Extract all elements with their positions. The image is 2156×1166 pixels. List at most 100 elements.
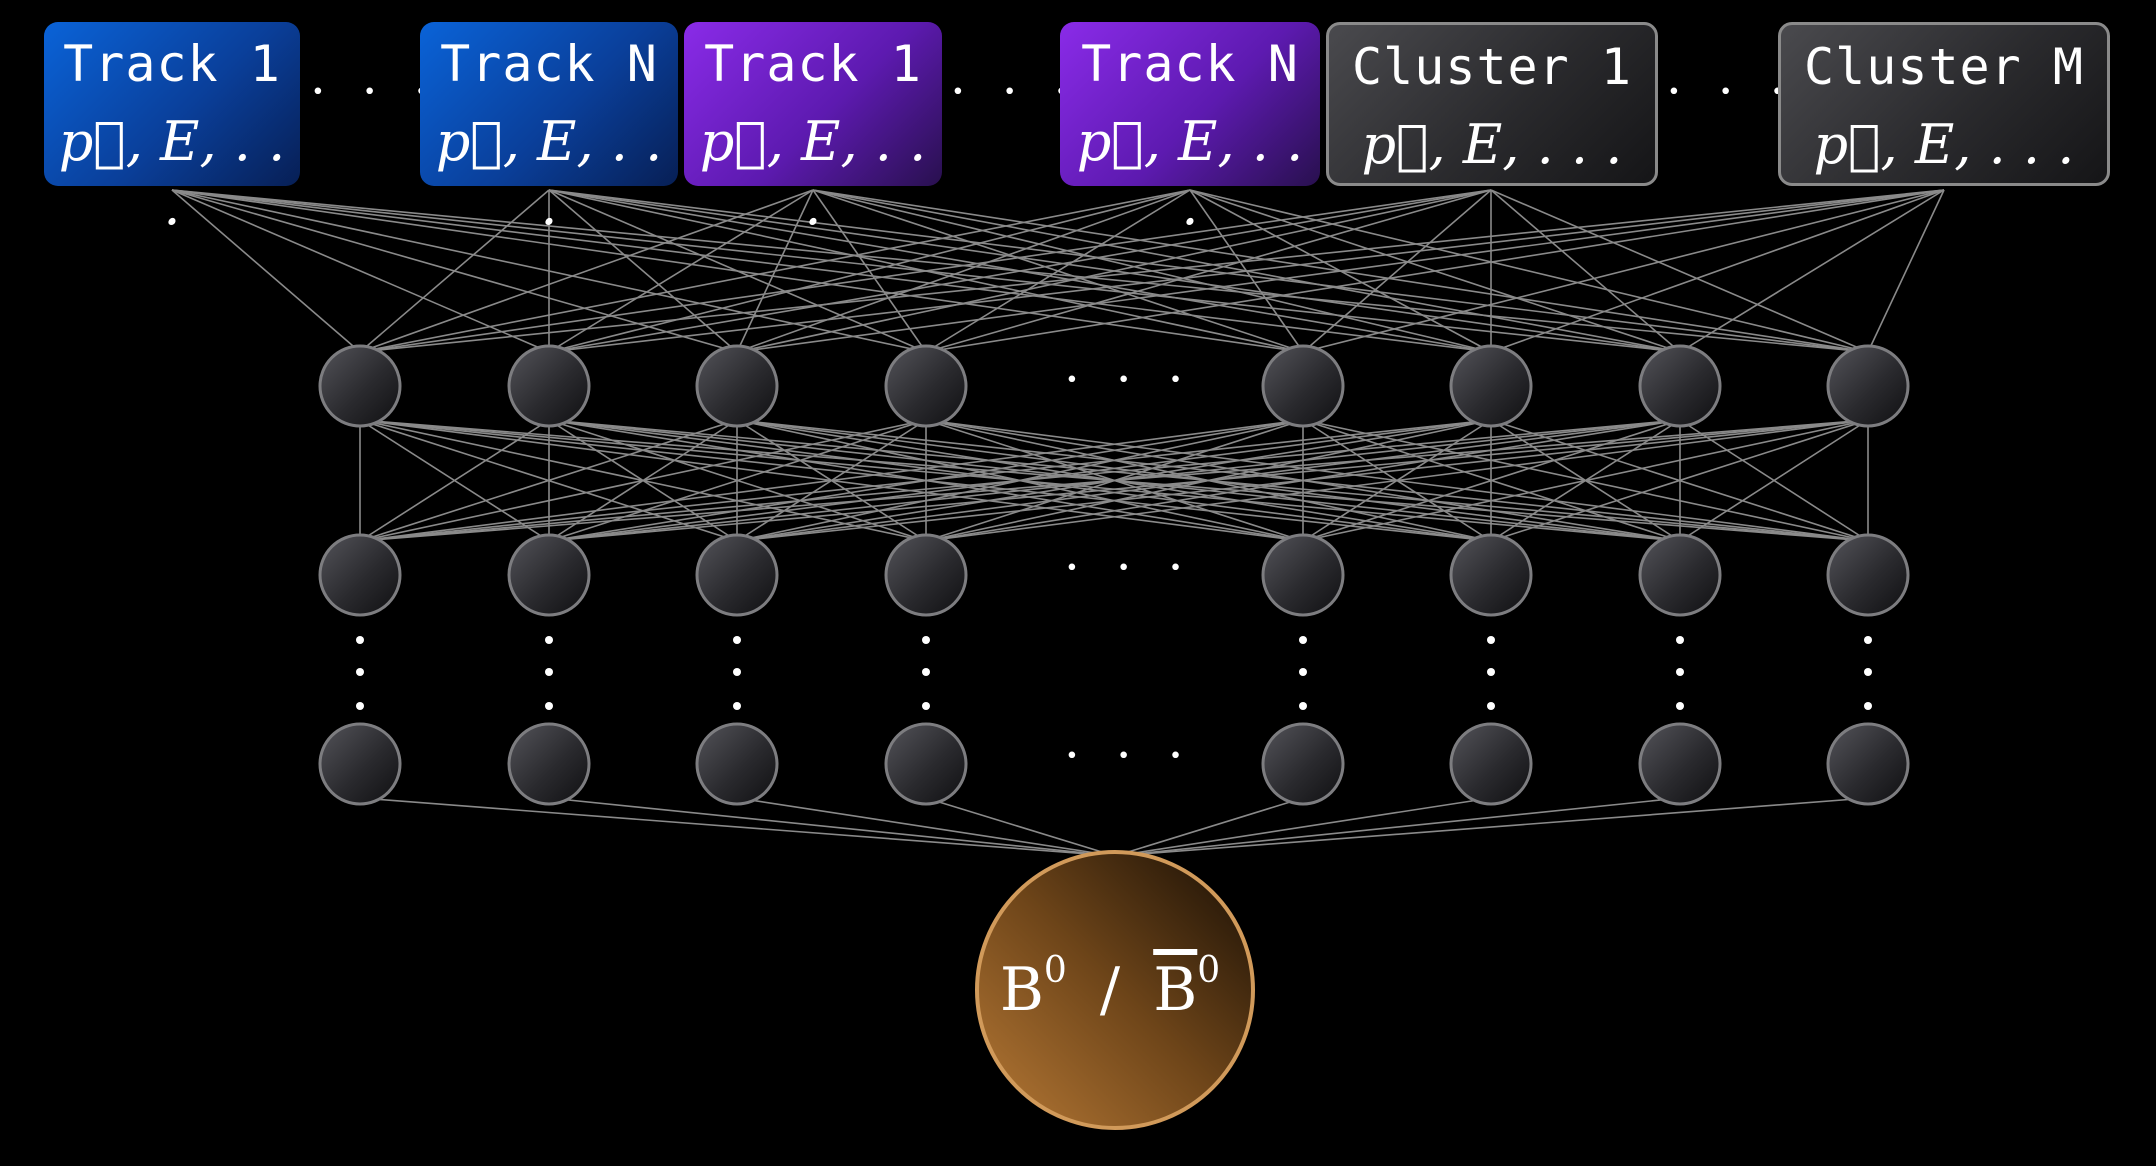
hidden-edge xyxy=(1490,419,1869,542)
vertical-ellipsis-dot xyxy=(1676,668,1684,676)
vertical-ellipsis-dot xyxy=(922,702,930,710)
neuron xyxy=(1449,722,1533,806)
input-edge xyxy=(359,189,814,353)
output-neuron xyxy=(975,850,1255,1130)
input-label: Track N xyxy=(440,35,658,93)
ellipsis: · · · xyxy=(1666,62,1796,120)
neuron xyxy=(884,722,968,806)
input-edge xyxy=(359,189,1492,353)
vertical-ellipsis-dot xyxy=(733,668,741,676)
input-edge xyxy=(548,189,1492,353)
neuron xyxy=(1826,722,1910,806)
hidden-edge xyxy=(359,419,1304,542)
input-features: p⃗, E, . . . xyxy=(1813,113,2075,176)
vertical-ellipsis-dot xyxy=(1299,636,1307,644)
hidden-edge xyxy=(359,419,1869,542)
hidden-edge xyxy=(359,419,1681,542)
input-label: Track N xyxy=(1081,35,1299,93)
input-edge xyxy=(548,189,1945,353)
neuron xyxy=(1826,533,1910,617)
input-edge xyxy=(1490,189,1945,353)
neuron xyxy=(1449,344,1533,428)
input-edge xyxy=(925,189,1945,353)
vertical-ellipsis-dot xyxy=(356,702,364,710)
input-track-1-blue: Track 1 p⃗, E, . . . xyxy=(44,22,300,237)
vertical-ellipsis-dot xyxy=(545,702,553,710)
input-edge xyxy=(1679,189,1945,353)
neuron xyxy=(1638,722,1722,806)
input-edge xyxy=(736,189,1492,353)
input-edge xyxy=(1302,189,1492,353)
output-edge xyxy=(925,797,1116,857)
vertical-ellipsis-dot xyxy=(356,636,364,644)
input-edge xyxy=(1490,189,1869,353)
neuron xyxy=(507,533,591,617)
output-edge xyxy=(1114,797,1304,857)
input-edge xyxy=(171,189,550,353)
hidden-edge xyxy=(359,419,1492,542)
neuron xyxy=(507,344,591,428)
input-track-n-blue: Track N p⃗, E, . . . xyxy=(420,22,678,237)
hidden-edge xyxy=(736,419,1869,542)
vertical-ellipsis-dot xyxy=(1676,702,1684,710)
vertical-ellipsis-dot xyxy=(545,636,553,644)
input-edge xyxy=(548,189,814,353)
input-features: p⃗, E, . . . xyxy=(1361,113,1623,176)
neuron xyxy=(695,722,779,806)
output-edge xyxy=(548,797,1116,857)
neuron xyxy=(1826,344,1910,428)
layer-ellipsis: · · · xyxy=(1064,726,1194,784)
neuron xyxy=(1261,344,1345,428)
neuron xyxy=(695,533,779,617)
ellipsis: · · · xyxy=(310,62,440,120)
output-label: B0 / B0 xyxy=(980,950,1240,1025)
output-edge xyxy=(359,797,1116,857)
vertical-ellipsis-dot xyxy=(733,636,741,644)
vertical-ellipsis-dot xyxy=(922,636,930,644)
layer-ellipsis: · · · xyxy=(1064,538,1194,596)
input-edge xyxy=(925,189,1492,353)
vertical-ellipsis-dot xyxy=(1487,636,1495,644)
input-edge xyxy=(359,189,550,353)
input-features: p⃗, E, . . . xyxy=(1076,110,1304,237)
vertical-ellipsis-dot xyxy=(1487,702,1495,710)
input-features: p⃗, E, . . . xyxy=(58,110,286,237)
output-b0-bar: B0 xyxy=(1153,950,1221,1025)
neuron xyxy=(318,533,402,617)
output-edge xyxy=(736,797,1116,857)
input-edge xyxy=(171,189,361,353)
input-edge xyxy=(1302,189,1945,353)
hidden-edge xyxy=(359,419,738,542)
input-edge xyxy=(736,189,1191,353)
neuron xyxy=(884,533,968,617)
vertical-ellipsis-dot xyxy=(545,668,553,676)
hidden-edge xyxy=(925,419,1869,542)
layer-ellipsis: · · · xyxy=(1064,350,1194,408)
input-edge xyxy=(359,189,1191,353)
vertical-ellipsis-dot xyxy=(1299,668,1307,676)
vertical-ellipsis-dot xyxy=(1864,636,1872,644)
input-features: p⃗, E, . . . xyxy=(435,110,663,237)
vertical-ellipsis-dot xyxy=(1864,702,1872,710)
input-features: p⃗, E, . . . xyxy=(699,110,927,237)
input-track-1-purple: Track 1 p⃗, E, . . . xyxy=(684,22,942,237)
neuron xyxy=(1638,533,1722,617)
ellipsis: · · · xyxy=(950,62,1080,120)
input-label: Track 1 xyxy=(63,35,281,93)
input-edge xyxy=(925,189,1191,353)
output-separator: / xyxy=(1099,955,1121,1025)
input-edge xyxy=(548,189,1191,353)
hidden-edge xyxy=(359,419,550,542)
neuron xyxy=(1261,722,1345,806)
neuron xyxy=(318,722,402,806)
input-edge xyxy=(1867,189,1945,353)
neuron xyxy=(318,344,402,428)
hidden-edge xyxy=(1302,419,1869,542)
output-edge xyxy=(1114,797,1492,857)
output-edge xyxy=(1114,797,1681,857)
vertical-ellipsis-dot xyxy=(922,668,930,676)
hidden-edge xyxy=(1679,419,1869,542)
neuron xyxy=(1449,533,1533,617)
